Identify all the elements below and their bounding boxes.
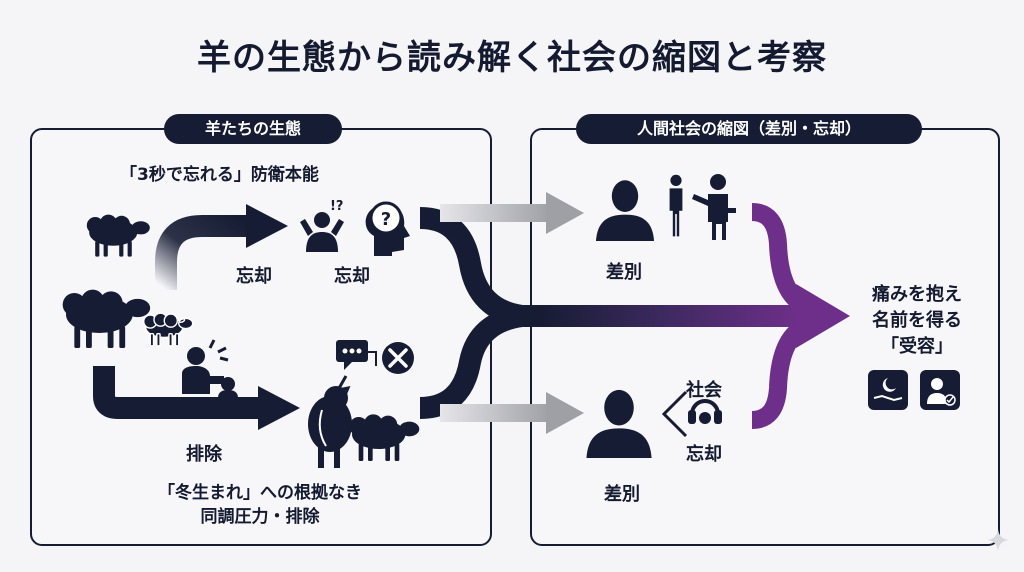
label-forget-right: 忘却 <box>686 444 722 465</box>
right-panel-tag: 人間社会の縮図（差別・忘却） <box>576 114 922 144</box>
person-icon <box>300 212 344 252</box>
outcome-line3: 「受容」 <box>881 336 953 357</box>
purple-arrow-bottom <box>751 315 815 429</box>
sheep-icon <box>308 386 352 468</box>
person-icon <box>692 174 736 240</box>
hand-moon-icon <box>868 370 908 410</box>
gray-arrow-bottom <box>440 404 550 422</box>
left-panel-tag: 羊たちの生態 <box>164 114 342 144</box>
person-icon <box>595 180 655 241</box>
label-forget-1: 忘却 <box>236 266 272 287</box>
arrow-lower-head <box>258 386 300 430</box>
arrow-lower <box>93 366 262 419</box>
svg-text:!?: !? <box>330 199 343 214</box>
label-exclusion: 排除 <box>186 444 222 465</box>
sheep-icon <box>349 414 420 461</box>
person-check-icon <box>920 370 960 410</box>
outcome-line1: 痛みを抱え <box>872 284 962 305</box>
label-discrimination-top: 差別 <box>606 262 642 283</box>
left-panel <box>30 128 492 546</box>
outcome-line2: 名前を得る <box>872 310 962 331</box>
left-heading: 「3秒で忘れる」防衛本能 <box>120 165 319 185</box>
arrow-upper <box>155 215 250 290</box>
label-discrimination-bottom: 差別 <box>604 484 640 505</box>
sheep-icon <box>142 312 194 347</box>
sheep-icon <box>62 289 151 348</box>
right-panel <box>530 128 1000 546</box>
label-forget-2: 忘却 <box>334 266 370 287</box>
label-society: 社会 <box>686 380 722 401</box>
left-footer-line1: 「冬生まれ」への根拠なき <box>158 483 362 503</box>
svg-text:?: ? <box>381 209 391 230</box>
arrow-merge-bottom <box>419 305 560 419</box>
gray-arrow-top <box>440 204 550 222</box>
arrow-main-shaft <box>540 305 800 327</box>
person-icon <box>182 339 238 398</box>
x-circle-icon <box>382 342 414 374</box>
arrow-merge-top <box>419 207 560 327</box>
sheep-icon <box>86 214 150 257</box>
arrow-main-head <box>796 284 850 348</box>
left-footer-line2: 同調圧力・排除 <box>200 507 320 527</box>
person-icon <box>669 174 683 237</box>
person-icon <box>586 389 652 458</box>
headphones-icon <box>688 399 722 424</box>
purple-arrow-top <box>751 203 815 317</box>
arrow-upper-head <box>246 204 288 248</box>
sparkle-icon <box>987 529 1009 551</box>
question-head-icon: ? <box>365 201 410 256</box>
page-title: 羊の生態から読み解く社会の縮図と考察 <box>197 38 827 78</box>
speech-bubble-icon <box>336 340 377 370</box>
bracket-mark <box>661 390 688 438</box>
